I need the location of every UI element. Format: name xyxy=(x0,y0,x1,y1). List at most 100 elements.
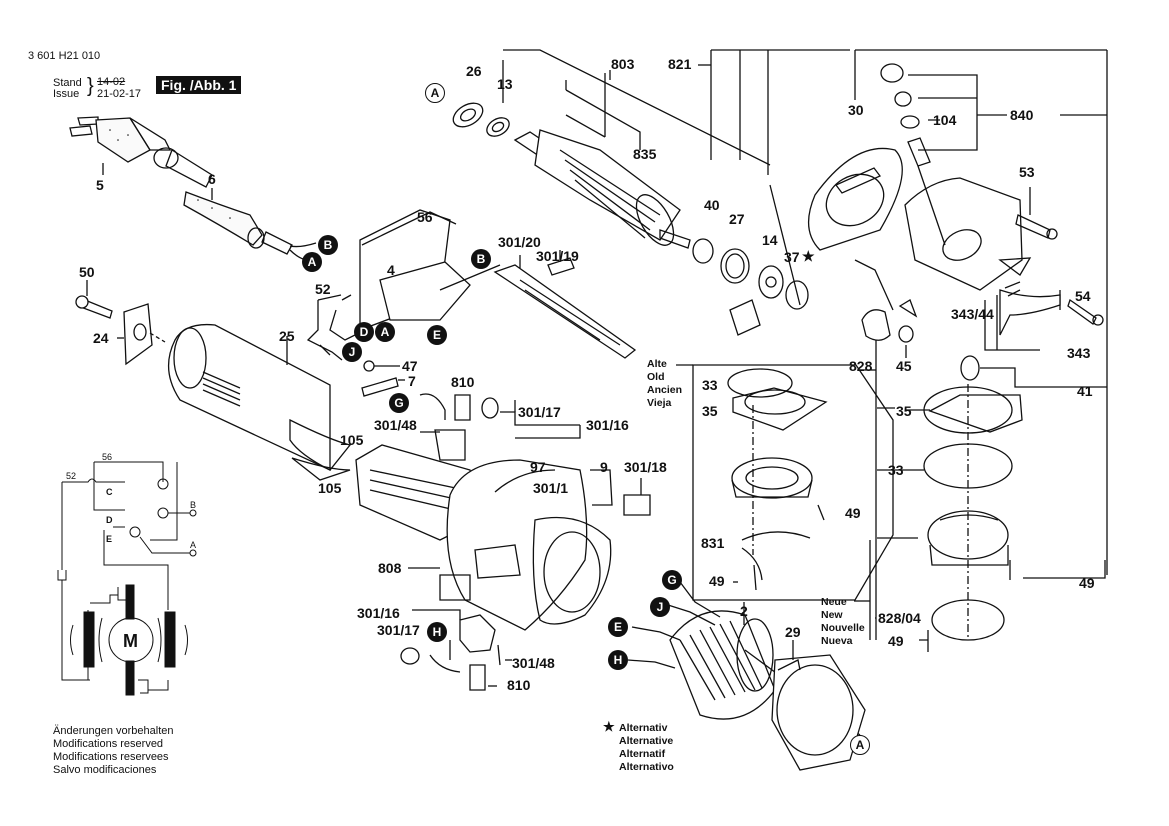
part-label-40[interactable]: 40 xyxy=(704,197,720,213)
connector-d-badge[interactable]: D xyxy=(354,322,374,342)
part-label-49-new-b[interactable]: 49 xyxy=(888,633,904,649)
connector-j-coil-badge[interactable]: J xyxy=(650,597,670,617)
part-number: 3 601 H21 010 xyxy=(28,50,101,62)
old-stand-date: 14-02 xyxy=(97,76,126,88)
wiring-label-d: D xyxy=(106,515,113,525)
connector-h-coil-badge[interactable]: H xyxy=(608,650,628,670)
part-label-810-lower[interactable]: 810 xyxy=(507,677,531,693)
part-label-821[interactable]: 821 xyxy=(668,56,692,72)
connector-e-badge[interactable]: E xyxy=(427,325,447,345)
part-label-2[interactable]: 2 xyxy=(740,603,748,619)
part-label-808[interactable]: 808 xyxy=(378,560,402,576)
part-label-49-old-a[interactable]: 49 xyxy=(845,505,861,521)
part-label-35-new[interactable]: 35 xyxy=(896,403,912,419)
part-label-14[interactable]: 14 xyxy=(762,232,778,248)
connector-h-badge[interactable]: H xyxy=(427,622,447,642)
wiring-label-52: 52 xyxy=(66,471,77,481)
part-label-50[interactable]: 50 xyxy=(79,264,95,280)
part-label-105-a[interactable]: 105 xyxy=(340,432,364,448)
part-label-9[interactable]: 9 xyxy=(600,459,608,475)
part-label-30[interactable]: 30 xyxy=(848,102,864,118)
new-version-fr: Nouvelle xyxy=(821,622,865,634)
connector-e-coil-badge[interactable]: E xyxy=(608,617,628,637)
part-label-35-old[interactable]: 35 xyxy=(702,403,718,419)
part-label-56[interactable]: 56 xyxy=(417,209,433,225)
part-label-301-16-upper[interactable]: 301/16 xyxy=(586,417,629,433)
part-label-301-17-lower[interactable]: 301/17 xyxy=(377,622,420,638)
part-label-47[interactable]: 47 xyxy=(402,358,418,374)
part-label-97[interactable]: 97 xyxy=(530,459,546,475)
connector-a-open-badge[interactable]: A xyxy=(425,83,445,103)
part-label-343-44[interactable]: 343/44 xyxy=(951,306,994,322)
stand-label: Stand xyxy=(53,77,82,89)
alternative-fr: Alternatif xyxy=(619,748,666,760)
connector-a-switch-badge[interactable]: A xyxy=(375,322,395,342)
connector-j-badge[interactable]: J xyxy=(342,342,362,362)
connector-g-badge[interactable]: G xyxy=(389,393,409,413)
old-version-en: Old xyxy=(647,371,665,383)
power-plug-drawing xyxy=(69,116,213,188)
wiring-label-b: B xyxy=(190,500,197,510)
old-version-fr: Ancien xyxy=(647,384,683,396)
alternative-en: Alternative xyxy=(619,735,674,747)
part-label-49-old-b[interactable]: 49 xyxy=(709,573,725,589)
modifications-de: Änderungen vorbehalten xyxy=(53,725,174,737)
wiring-label-56: 56 xyxy=(102,452,113,462)
part-label-52[interactable]: 52 xyxy=(315,281,331,297)
part-label-37[interactable]: 37 xyxy=(784,249,800,265)
connector-b-switch-badge[interactable]: B xyxy=(471,249,491,269)
part-label-105-b[interactable]: 105 xyxy=(318,480,342,496)
part-label-13[interactable]: 13 xyxy=(497,76,513,92)
part-label-835[interactable]: 835 xyxy=(633,146,657,162)
part-label-301-48-upper[interactable]: 301/48 xyxy=(374,417,417,433)
part-label-53[interactable]: 53 xyxy=(1019,164,1035,180)
part-label-831[interactable]: 831 xyxy=(701,535,725,551)
part-label-41[interactable]: 41 xyxy=(1077,383,1093,399)
part-label-301-17-upper[interactable]: 301/17 xyxy=(518,404,561,420)
part-label-4[interactable]: 4 xyxy=(387,262,395,278)
part-label-301-1[interactable]: 301/1 xyxy=(533,480,569,496)
old-version-es: Vieja xyxy=(647,397,672,409)
motor-symbol: M xyxy=(123,631,138,651)
part-label-33-new[interactable]: 33 xyxy=(888,462,904,478)
part-label-301-16-lower[interactable]: 301/16 xyxy=(357,605,400,621)
wiring-schematic xyxy=(57,461,197,696)
wiring-label-e: E xyxy=(106,534,113,544)
stipple-texture xyxy=(109,129,231,219)
connector-b-badge[interactable]: B xyxy=(318,235,338,255)
part-label-6[interactable]: 6 xyxy=(208,171,216,187)
old-version-de: Alte xyxy=(647,358,667,370)
part-label-54[interactable]: 54 xyxy=(1075,288,1091,304)
part-label-828[interactable]: 828 xyxy=(849,358,873,374)
part-label-343[interactable]: 343 xyxy=(1067,345,1091,361)
connector-g-coil-badge[interactable]: G xyxy=(662,570,682,590)
part-label-301-19[interactable]: 301/19 xyxy=(536,248,579,264)
part-label-301-48-lower[interactable]: 301/48 xyxy=(512,655,555,671)
part-label-803[interactable]: 803 xyxy=(611,56,635,72)
new-version-en: New xyxy=(821,609,843,621)
part-label-104[interactable]: 104 xyxy=(933,112,957,128)
part-label-25[interactable]: 25 xyxy=(279,328,295,344)
modifications-en: Modifications reserved xyxy=(53,738,164,750)
part-label-5[interactable]: 5 xyxy=(96,177,104,193)
part-label-49-new-a[interactable]: 49 xyxy=(1079,575,1095,591)
part-label-7[interactable]: 7 xyxy=(408,373,416,389)
alternative-es: Alternativo xyxy=(619,761,674,773)
connector-a-endcap-open-badge[interactable]: A xyxy=(850,735,870,755)
part-label-26[interactable]: 26 xyxy=(466,63,482,79)
part-label-301-18[interactable]: 301/18 xyxy=(624,459,667,475)
part-label-828-04[interactable]: 828/04 xyxy=(878,610,921,626)
part-label-810-upper[interactable]: 810 xyxy=(451,374,475,390)
connector-a-badge[interactable]: A xyxy=(302,252,322,272)
part-label-45[interactable]: 45 xyxy=(896,358,912,374)
part-label-24[interactable]: 24 xyxy=(93,330,109,346)
part-label-840[interactable]: 840 xyxy=(1010,107,1034,123)
part-label-301-20[interactable]: 301/20 xyxy=(498,234,541,250)
issue-date: 21-02-17 xyxy=(97,88,142,100)
alternative-star-icon: ★ xyxy=(802,248,815,264)
modifications-es: Salvo modificaciones xyxy=(53,764,157,776)
part-label-29[interactable]: 29 xyxy=(785,624,801,640)
part-label-27[interactable]: 27 xyxy=(729,211,745,227)
part-label-33-old[interactable]: 33 xyxy=(702,377,718,393)
